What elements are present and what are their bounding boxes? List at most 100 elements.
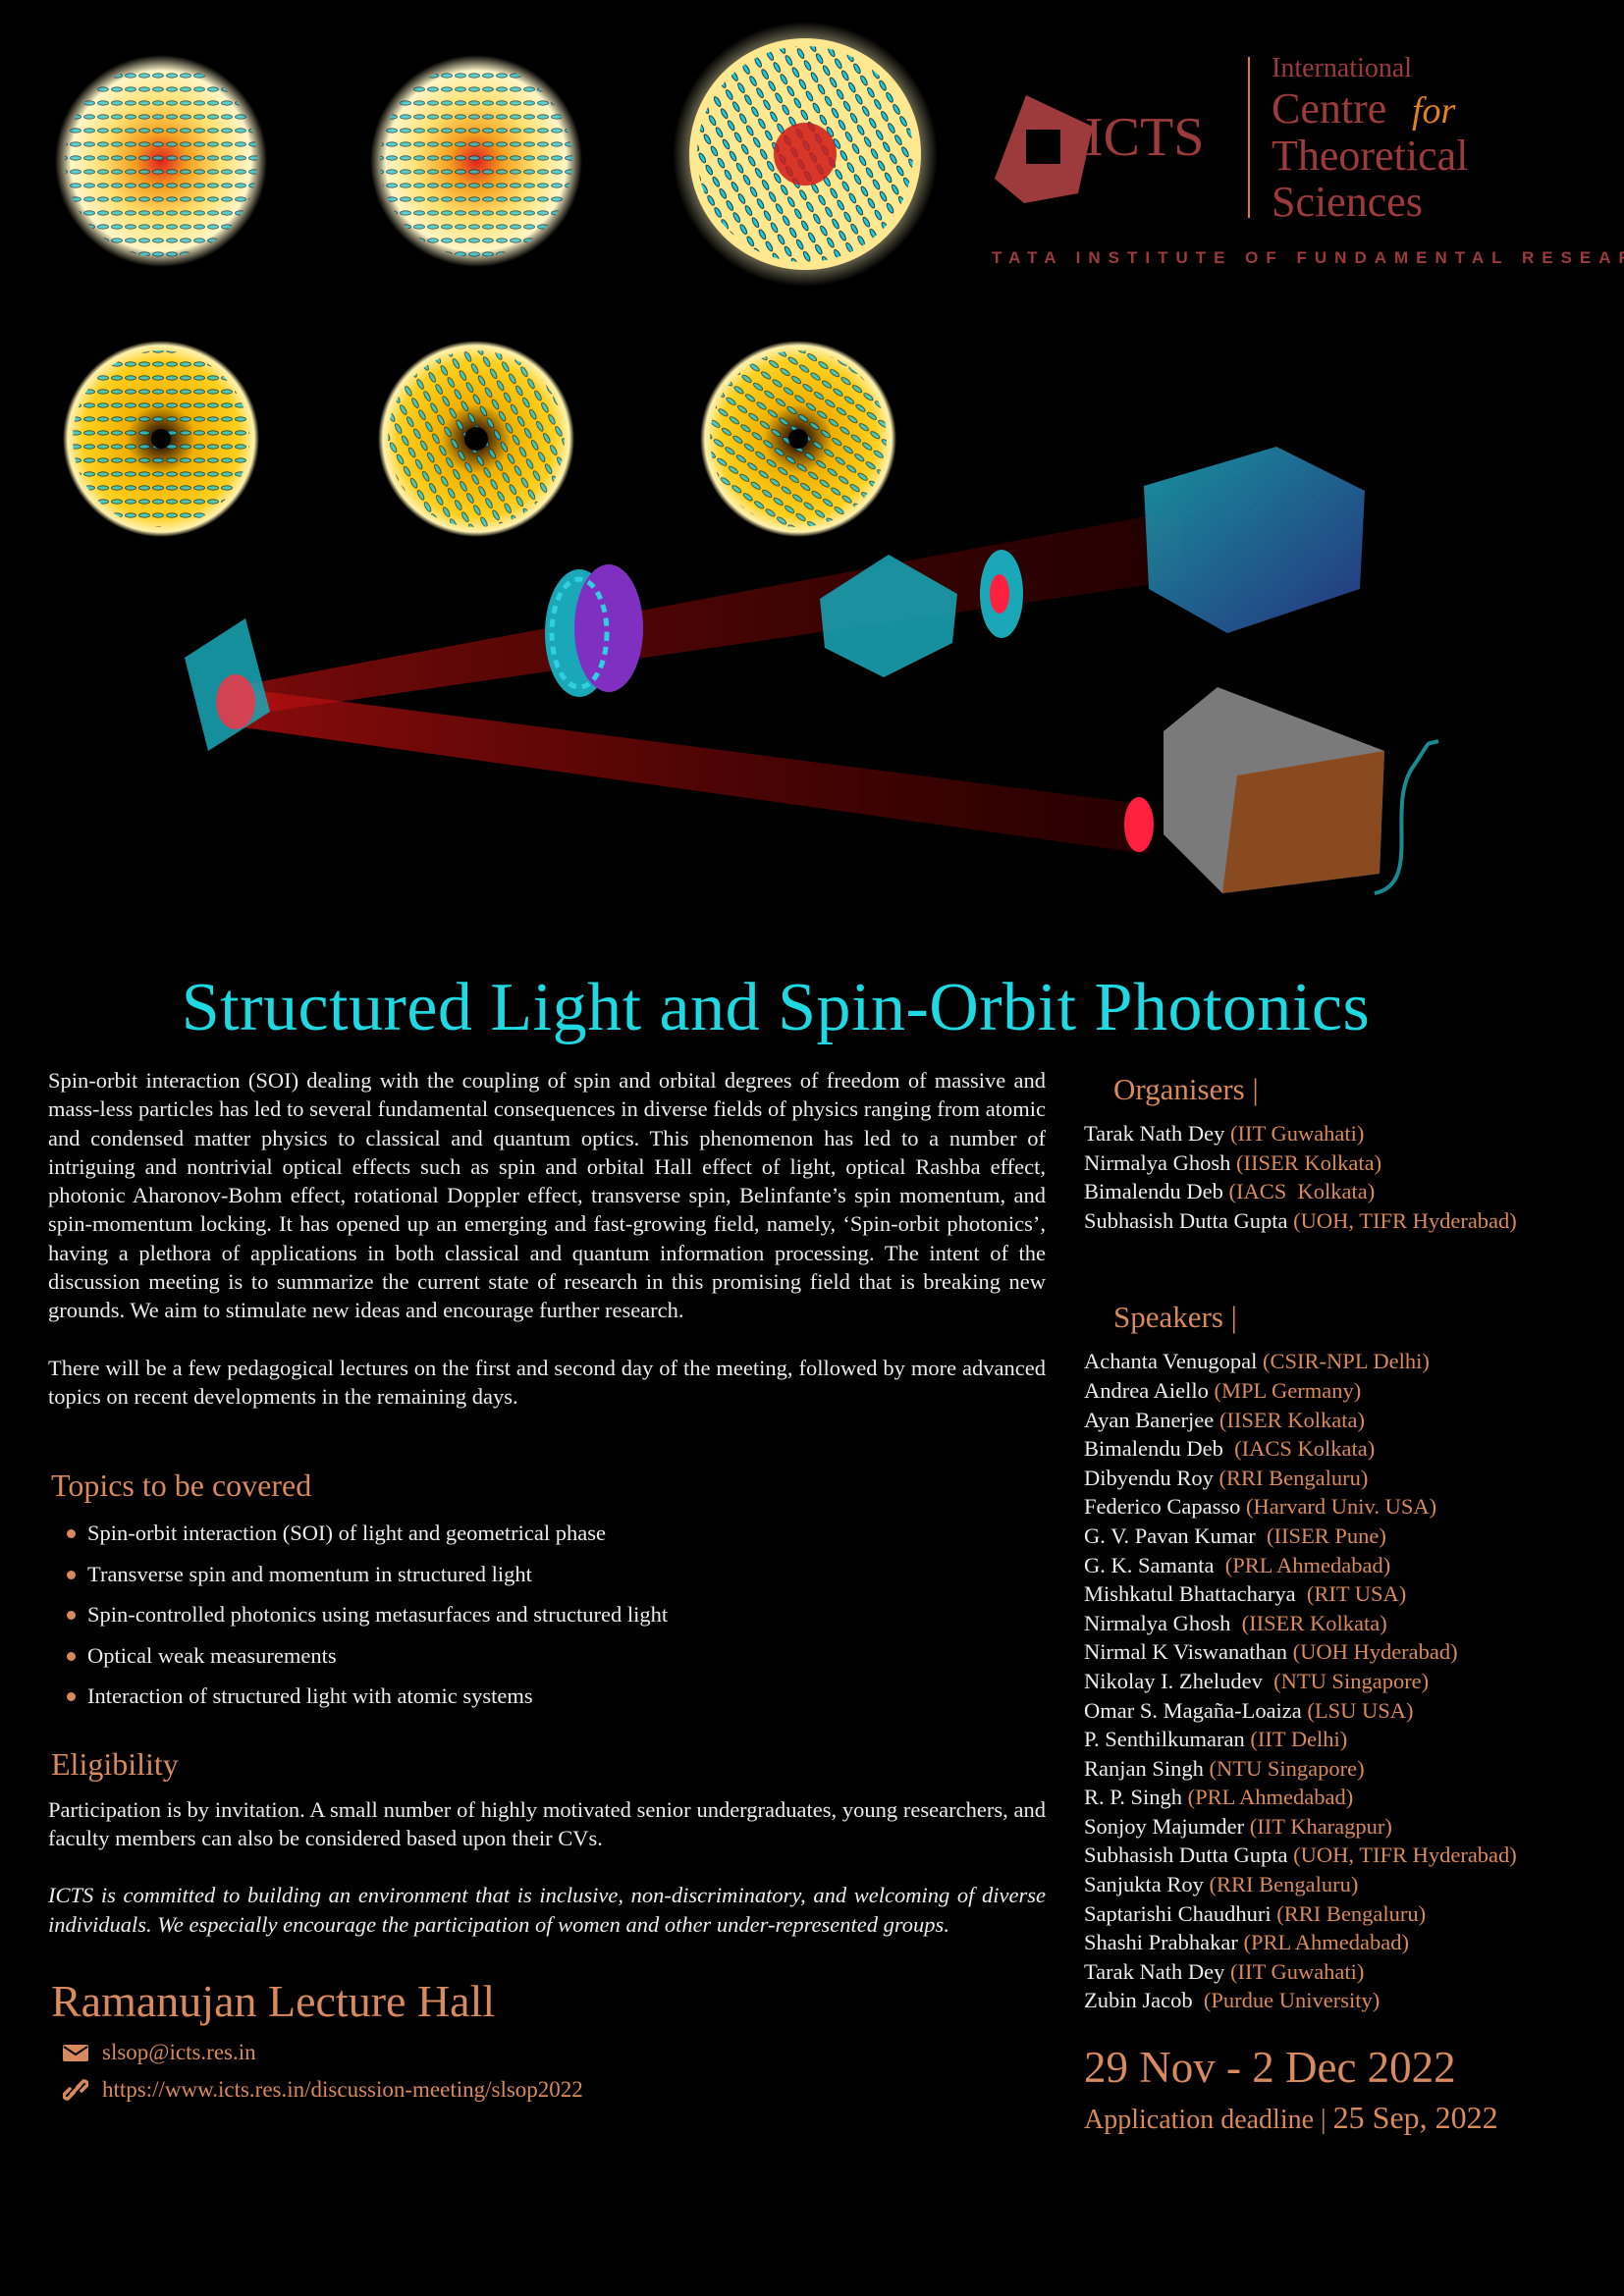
organiser: Subhasish Dutta Gupta (UOH, TIFR Hyderab…	[1084, 1207, 1517, 1233]
eligibility-text: Participation is by invitation. A small …	[48, 1796, 1046, 1851]
topic-text: Transverse spin and momentum in structur…	[87, 1561, 532, 1586]
logo-line4: Sciences	[1272, 178, 1423, 226]
topic-text: Spin-controlled photonics using metasurf…	[87, 1602, 669, 1628]
speaker-affiliation: (MPL Germany)	[1214, 1377, 1362, 1403]
eligibility-heading: Eligibility	[51, 1745, 179, 1782]
speaker: Saptarishi Chaudhuri (RRI Bengaluru)	[1084, 1899, 1614, 1929]
speaker: Dibyendu Roy (RRI Bengaluru)	[1084, 1464, 1614, 1493]
envelope-icon	[63, 2044, 88, 2061]
speakers-heading: Speakers |	[1113, 1300, 1237, 1335]
email-link[interactable]: slsop@icts.res.in	[102, 2039, 256, 2064]
topic-item: Optical weak measurements	[48, 1635, 1046, 1677]
organisers-list: Tarak Nath Dey (IIT Guwahati) Nirmalya G…	[1084, 1119, 1614, 1235]
topic-text: Optical weak measurements	[87, 1642, 337, 1668]
speaker-affiliation: (Harvard Univ. USA)	[1245, 1494, 1437, 1520]
speaker-name: Shashi Prabhakar	[1084, 1930, 1238, 1955]
venue: Ramanujan Lecture Hall	[51, 1975, 496, 2026]
application-deadline: Application deadline | 25 Sep, 2022	[1084, 2098, 1614, 2140]
inclusion-statement: ICTS is committed to building an environ…	[48, 1883, 1046, 1937]
speaker: Mishkatul Bhattacharya (RIT USA)	[1084, 1579, 1614, 1609]
speaker: Sonjoy Majumder (IIT Kharagpur)	[1084, 1812, 1614, 1842]
speaker-affiliation: (IIT Delhi)	[1250, 1727, 1348, 1752]
website-link[interactable]: https://www.icts.res.in/discussion-meeti…	[102, 2076, 583, 2102]
deadline-date: 25 Sep, 2022	[1332, 2100, 1498, 2136]
organiser: Bimalendu Deb (IACS Kolkata)	[1084, 1179, 1376, 1204]
speaker-affiliation: (IACS Kolkata)	[1234, 1436, 1376, 1462]
right-column: Organisers | Tarak Nath Dey (IIT Guwahat…	[1084, 1070, 1614, 2140]
vortex-profile-3	[700, 341, 896, 537]
topic-item: Spin-orbit interaction (SOI) of light an…	[48, 1513, 1046, 1554]
speaker-name: Zubin Jacob	[1084, 1988, 1199, 2013]
speaker-name: Ayan Banerjee	[1084, 1407, 1215, 1432]
intro-paragraph-2: There will be a few pedagogical lectures…	[48, 1355, 1046, 1409]
speaker: Shashi Prabhakar (PRL Ahmedabad)	[1084, 1928, 1614, 1957]
beam-profile-1	[55, 55, 267, 267]
speaker-name: Nirmalya Ghosh	[1084, 1610, 1236, 1635]
speaker-name: Nikolay I. Zheludev	[1084, 1668, 1269, 1693]
speaker-name: Saptarishi Chaudhuri	[1084, 1900, 1272, 1926]
organisers-heading: Organisers |	[1113, 1072, 1259, 1106]
speaker-affiliation: (RRI Bengaluru)	[1218, 1465, 1369, 1490]
beam-profile-3	[673, 22, 938, 287]
organiser: Nirmalya Ghosh (IISER Kolkata)	[1084, 1149, 1382, 1175]
speaker-name: G. V. Pavan Kumar	[1084, 1522, 1262, 1548]
topics-heading: Topics to be covered	[51, 1468, 312, 1504]
speaker-affiliation: (RRI Bengaluru)	[1276, 1900, 1427, 1926]
speaker-affiliation: (CSIR-NPL Delhi)	[1263, 1349, 1430, 1374]
speaker-affiliation: (Purdue University)	[1203, 1988, 1380, 2013]
speaker: Nirmal K Viswanathan (UOH Hyderabad)	[1084, 1637, 1614, 1667]
topics-list: Spin-orbit interaction (SOI) of light an…	[48, 1513, 1046, 1717]
bullet-icon	[67, 1570, 76, 1579]
speaker-affiliation: (UOH, TIFR Hyderabad)	[1293, 1842, 1517, 1868]
page-title: Structured Light and Spin-Orbit Photonic…	[181, 970, 1371, 1045]
speaker-name: Nirmal K Viswanathan	[1084, 1639, 1287, 1665]
logo-line2b: for	[1412, 90, 1456, 132]
topic-text: Interaction of structured light with ato…	[87, 1683, 533, 1709]
logo-acronym: ICTS	[1085, 107, 1204, 168]
deadline-label: Application deadline |	[1084, 2105, 1326, 2136]
contact-email[interactable]: slsop@icts.res.in	[63, 2037, 1046, 2068]
contact-url[interactable]: https://www.icts.res.in/discussion-meeti…	[63, 2074, 1046, 2106]
speakers-list: Achanta Venugopal (CSIR-NPL Delhi)Andrea…	[1084, 1347, 1614, 2015]
speaker-name: Dibyendu Roy	[1084, 1465, 1214, 1490]
vortex-profile-1	[63, 341, 259, 537]
speaker: R. P. Singh (PRL Ahmedabad)	[1084, 1783, 1614, 1812]
speaker: Ayan Banerjee (IISER Kolkata)	[1084, 1406, 1614, 1435]
speaker-name: Omar S. Magaña-Loaiza	[1084, 1697, 1302, 1723]
topic-text: Spin-orbit interaction (SOI) of light an…	[87, 1521, 606, 1546]
speaker-affiliation: (IIT Guwahati)	[1230, 1958, 1365, 1984]
speaker-name: Subhasish Dutta Gupta	[1084, 1842, 1288, 1868]
speaker: Ranjan Singh (NTU Singapore)	[1084, 1754, 1614, 1784]
speaker-name: P. Senthilkumaran	[1084, 1727, 1245, 1752]
speaker-affiliation: (IISER Pune)	[1267, 1522, 1386, 1548]
speaker: Omar S. Magaña-Loaiza (LSU USA)	[1084, 1696, 1614, 1726]
logo-line3: Theoretical	[1272, 132, 1468, 180]
speaker: G. K. Samanta (PRL Ahmedabad)	[1084, 1551, 1614, 1580]
speaker-affiliation: (RIT USA)	[1306, 1581, 1407, 1607]
speaker: G. V. Pavan Kumar (IISER Pune)	[1084, 1522, 1614, 1551]
speaker-affiliation: (RRI Bengaluru)	[1209, 1872, 1359, 1897]
speaker-name: Tarak Nath Dey	[1084, 1958, 1225, 1984]
speaker-affiliation: (NTU Singapore)	[1273, 1668, 1430, 1693]
poster-artwork: ICTS International Centre for Theoretica…	[55, 22, 1624, 895]
speaker-name: Ranjan Singh	[1084, 1755, 1204, 1781]
speaker: Andrea Aiello (MPL Germany)	[1084, 1376, 1614, 1406]
bullet-icon	[67, 1611, 76, 1621]
speaker: Nirmalya Ghosh (IISER Kolkata)	[1084, 1609, 1614, 1638]
speaker: Subhasish Dutta Gupta (UOH, TIFR Hyderab…	[1084, 1841, 1614, 1870]
speaker: Federico Capasso (Harvard Univ. USA)	[1084, 1492, 1614, 1522]
speaker-affiliation: (PRL Ahmedabad)	[1187, 1785, 1354, 1810]
left-column: Spin-orbit interaction (SOI) dealing wit…	[48, 1066, 1046, 2106]
speaker-name: Federico Capasso	[1084, 1494, 1241, 1520]
speaker-name: Achanta Venugopal	[1084, 1349, 1258, 1374]
beam-profile-2	[370, 55, 582, 267]
speaker: Tarak Nath Dey (IIT Guwahati)	[1084, 1957, 1614, 1987]
speaker-affiliation: (IISER Kolkata)	[1241, 1610, 1387, 1635]
speaker-name: Sonjoy Majumder	[1084, 1813, 1245, 1839]
speaker-affiliation: (UOH Hyderabad)	[1292, 1639, 1458, 1665]
speaker: Achanta Venugopal (CSIR-NPL Delhi)	[1084, 1347, 1614, 1376]
intro-paragraph-1: Spin-orbit interaction (SOI) dealing wit…	[48, 1068, 1046, 1323]
speaker: P. Senthilkumaran (IIT Delhi)	[1084, 1725, 1614, 1754]
vortex-profile-2	[378, 341, 574, 537]
speaker-name: Andrea Aiello	[1084, 1377, 1209, 1403]
